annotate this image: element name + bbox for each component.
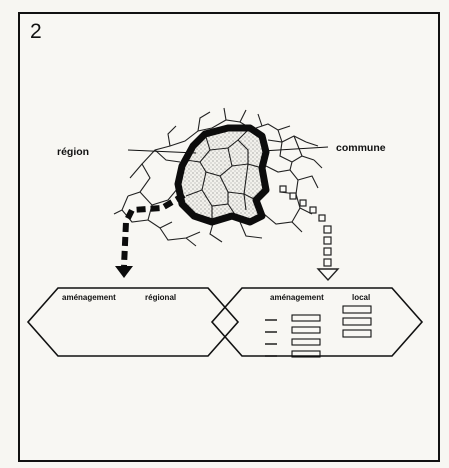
local-planning-word1: aménagement — [270, 293, 324, 302]
commune-label: commune — [336, 142, 386, 154]
regional-planning-word1: aménagement — [62, 293, 116, 302]
region-communes — [185, 127, 263, 222]
region-label: région — [57, 146, 89, 158]
regional-planning-hexagon — [26, 287, 240, 357]
commune-leader-line — [261, 146, 329, 152]
commune-network — [113, 107, 323, 247]
commune-chain — [279, 185, 326, 222]
local-planning-hexagon — [210, 287, 424, 357]
local-plan-details — [265, 305, 372, 358]
figure-frame — [18, 12, 440, 462]
regional-planning-word2: régional — [145, 293, 176, 302]
local-arrow — [316, 225, 340, 282]
regional-arrow — [115, 192, 186, 278]
region-leader-line — [127, 149, 197, 154]
region-boundary — [174, 124, 270, 226]
local-planning-word2: local — [352, 293, 370, 302]
figure-number: 2 — [30, 20, 42, 43]
